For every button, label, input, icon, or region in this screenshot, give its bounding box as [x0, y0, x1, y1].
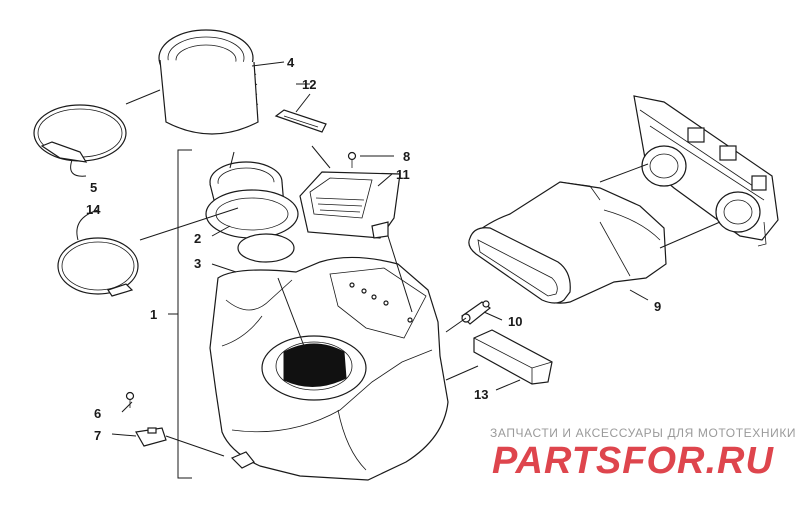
- part-carburetor-assembly: [633, 95, 779, 247]
- callout-7: 7: [94, 428, 101, 443]
- callout-5: 5: [90, 180, 97, 195]
- part-hose-clamp-upper: [33, 104, 127, 163]
- watermark-logo: PARTSFOR.RU: [492, 440, 774, 482]
- assembly-bracket: [168, 149, 192, 479]
- part-intake-adapter: [205, 161, 299, 263]
- part-strap: [274, 109, 327, 133]
- callout-14: 14: [86, 202, 101, 217]
- callout-6: 6: [94, 406, 101, 421]
- callout-12: 12: [302, 77, 316, 92]
- callout-13: 13: [474, 387, 488, 402]
- part-clip-screw: [125, 391, 135, 408]
- watermark-tagline: ЗАПЧАСТИ И АКСЕССУАРЫ ДЛЯ МОТОТЕХНИКИ: [490, 426, 797, 440]
- leader-lines: [70, 61, 721, 457]
- callout-9: 9: [654, 299, 661, 314]
- callout-1: 1: [150, 307, 157, 322]
- part-screw: [347, 151, 357, 168]
- part-foam-block: [473, 329, 553, 385]
- callout-8: 8: [403, 149, 410, 164]
- callout-3: 3: [194, 256, 201, 271]
- callout-2: 2: [194, 231, 201, 246]
- part-hose-clamp-lower: [57, 237, 139, 297]
- part-decal-box: [299, 171, 401, 239]
- callout-11: 11: [396, 167, 410, 182]
- callout-labels: 1 2 3 4 5 6 7 8 9 10 11 12 13 14: [86, 55, 661, 443]
- part-bellows-boot: [158, 29, 259, 135]
- part-intake-duct: [468, 181, 667, 304]
- part-clip: [135, 427, 167, 447]
- callout-10: 10: [508, 314, 522, 329]
- callout-4: 4: [287, 55, 295, 70]
- part-airbox-housing: [209, 256, 449, 481]
